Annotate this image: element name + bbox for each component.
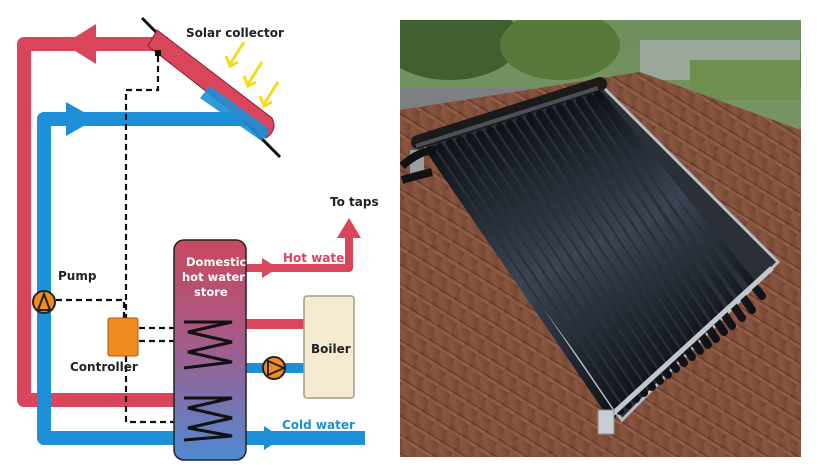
solar-system-diagram: Solar collector Pump Controller To taps … [17,16,379,461]
control-wires [56,56,176,424]
label-tank-line1: Domestic [186,255,247,269]
upper-coil [183,320,233,370]
controller-box [107,317,139,357]
hot-water-arrow [262,258,278,278]
pump-icon [32,290,56,314]
label-boiler: Boiler [311,342,351,356]
label-solar-collector: Solar collector [186,26,284,40]
boiler-box [303,295,355,399]
label-cold-water: Cold water [282,418,355,432]
label-controller: Controller [70,360,138,374]
label-tank-line3: store [194,285,228,299]
sun-rays-icon [224,41,280,109]
label-tank-line2: hot water [182,270,245,284]
lower-coil [183,396,233,442]
hot-water-out-arrow [337,218,361,238]
label-to-taps: To taps [330,195,379,209]
collector-photo [400,20,801,457]
cold-water-arrow [264,426,282,450]
hot-water-out-pipe [246,232,353,272]
hot-loop-arrow [64,24,96,64]
solar-collector [140,16,282,159]
label-hot-water: Hot water [283,251,350,265]
hot-water-tank [173,239,247,461]
cold-loop-arrow [66,102,96,136]
evacuated-tubes [426,91,766,420]
boiler-pump-icon [262,356,287,380]
label-pump: Pump [58,269,97,283]
